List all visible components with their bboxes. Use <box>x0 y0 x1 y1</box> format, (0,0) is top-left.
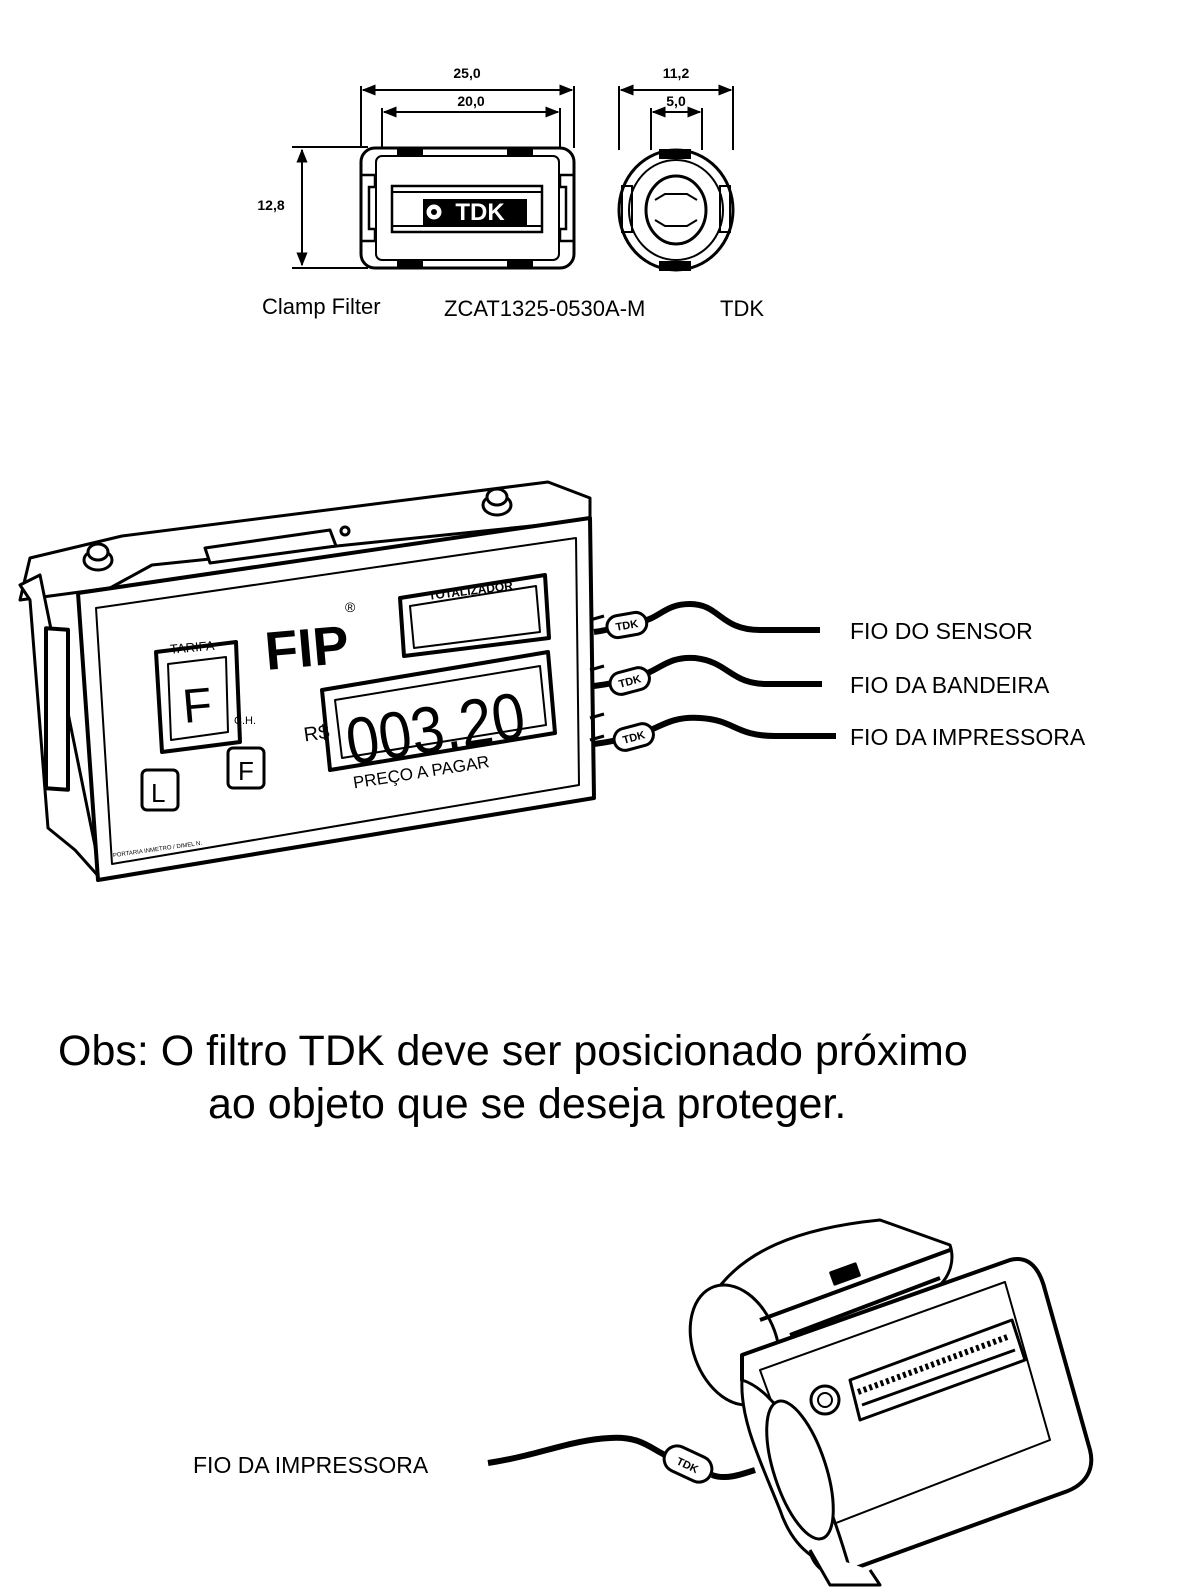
wire-label-flag: FIO DA BANDEIRA <box>850 672 1050 698</box>
wire-label-printer: FIO DA IMPRESSORA <box>850 724 1086 750</box>
tdk-tag-printer: TDK <box>622 729 647 746</box>
currency-symbol: R$ <box>302 721 330 746</box>
tdk-filter-sensor: TDK <box>605 610 649 640</box>
ch-label: C.H. <box>234 715 256 727</box>
key-f: F <box>238 756 254 786</box>
wire-flag: TDK <box>593 654 822 696</box>
tdk-filter-printer: TDK <box>612 722 655 752</box>
key-l: L <box>151 778 165 808</box>
tdk-logo: TDK <box>455 199 505 226</box>
wire-label-sensor: FIO DO SENSOR <box>850 618 1033 644</box>
taximeter-illustration <box>18 480 605 882</box>
tdk-tag-flag: TDK <box>618 673 643 690</box>
dim-width-inner: 20,0 <box>457 93 484 109</box>
wire-sensor: TDK <box>593 600 820 640</box>
caption-name: Clamp Filter <box>262 294 381 319</box>
wire-printer: TDK <box>593 714 836 752</box>
printer-illustration <box>688 1218 1094 1587</box>
tdk-filter-flag: TDK <box>608 666 651 696</box>
dim-height: 12,8 <box>257 197 284 213</box>
wire-label-printer-bottom: FIO DA IMPRESSORA <box>193 1452 429 1478</box>
dim-side-outer: 11,2 <box>663 65 690 81</box>
caption-part-number: ZCAT1325-0530A-M <box>444 296 645 321</box>
tariff-label: TARIFA <box>169 638 215 657</box>
clamp-side-view <box>617 148 735 272</box>
registered-mark: ® <box>345 599 356 615</box>
clamp-front-body <box>359 146 576 270</box>
note-line-1: Obs: O filtro TDK deve ser posicionado p… <box>58 1027 968 1075</box>
clamp-filter-drawing <box>292 84 735 272</box>
dim-side-inner: 5,0 <box>666 93 686 109</box>
dim-width-outer: 25,0 <box>453 65 480 81</box>
tdk-tag-sensor: TDK <box>615 618 639 634</box>
fip-logo: FIP <box>262 615 351 682</box>
tariff-value: F <box>180 679 214 734</box>
tdk-filter-printer-bottom: TDK <box>662 1444 714 1484</box>
note-line-2: ao objeto que se deseja proteger. <box>208 1080 846 1128</box>
wire-printer-bottom: TDK <box>487 1434 756 1484</box>
caption-brand: TDK <box>720 296 764 321</box>
